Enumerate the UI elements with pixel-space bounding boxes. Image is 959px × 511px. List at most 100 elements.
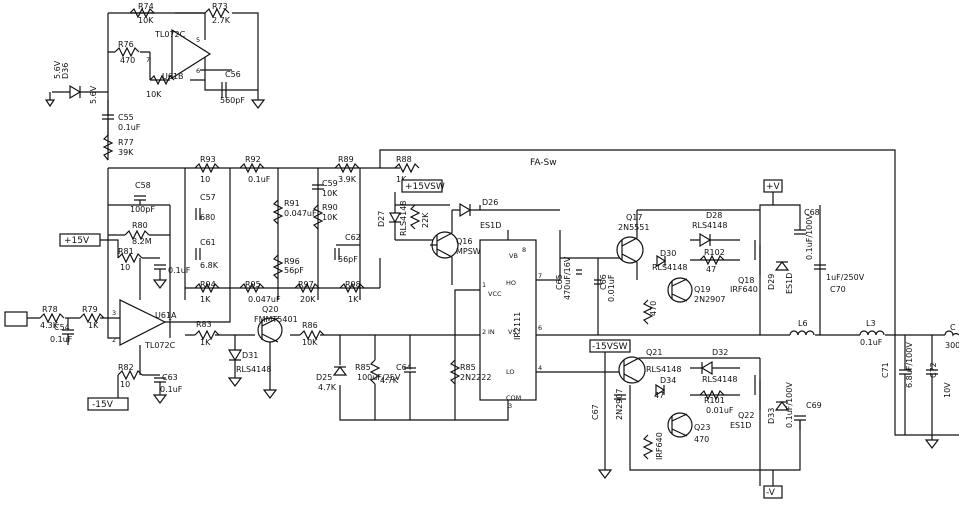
r80-ref: R80: [132, 221, 148, 230]
q23-ref: Q23: [694, 423, 710, 432]
d33-value: 0.1uF/100V: [785, 382, 794, 428]
q22-ref: Q22: [738, 411, 754, 420]
zener-d36: [69, 84, 82, 100]
c63-value: 0.1uF: [160, 385, 183, 394]
d32-value: RLS4148: [702, 375, 737, 384]
u62-pin4: 4: [538, 364, 542, 372]
u62-com: COM: [506, 394, 521, 402]
transistor-q19[interactable]: [667, 277, 693, 303]
plus15-text: +15V: [64, 236, 90, 246]
u61b-pin7: 7: [146, 56, 150, 64]
resistor-r102: [699, 254, 725, 266]
r80-value: 8.2M: [132, 237, 152, 246]
resistor-r82: [117, 369, 143, 381]
d26-ref: D26: [482, 198, 498, 207]
d30-ref: D30: [660, 249, 676, 258]
u62-vcc: VCC: [488, 290, 502, 298]
q22-part: ES1D: [730, 421, 751, 430]
resistor-r89: [334, 162, 360, 174]
r93-ref: R93: [200, 155, 216, 164]
r82-ref: R82: [118, 363, 134, 372]
c59-value: 10K: [322, 189, 338, 198]
c71-value: 6.8uF/100V: [905, 342, 914, 388]
d28-value: RLS4148: [692, 221, 727, 230]
u62-pin1: 1: [482, 281, 486, 289]
inductor-l6: [789, 330, 815, 336]
inductor-l3: [859, 330, 885, 336]
c70-ref: C70: [830, 285, 846, 294]
resistor-r91: [272, 199, 284, 225]
resistor-r86: [299, 329, 325, 341]
resistor-r74: [129, 7, 155, 19]
low-side-supply: D25 4.7K R85 100uF/25V C64 4.7K R85 2N22…: [316, 335, 491, 421]
r95-ref: R95: [245, 280, 261, 289]
l6-ref: L6: [798, 319, 808, 328]
q20-part: FMMT5401: [254, 315, 298, 324]
ground-icon: [227, 370, 243, 387]
q17-part: 2N5551: [618, 223, 649, 232]
q18-part: IRF640: [730, 285, 758, 294]
c67-ref: C67: [591, 404, 600, 420]
r102-ref: R102: [704, 248, 725, 257]
resistor-r79: [79, 312, 105, 324]
r85-ref: R85: [355, 363, 371, 372]
diode-d28: [699, 232, 712, 248]
minus15vsw-text: -15VSW: [592, 342, 628, 352]
resistor-r97: [294, 282, 320, 294]
input-opamp-section: +15V -15V C58 100pF R80 8.2M R81 10 0.1u…: [4, 168, 231, 411]
r101-ref: R101: [704, 396, 725, 405]
d25-value: 4.7K: [318, 383, 337, 392]
u61a-part: TL072C: [144, 341, 176, 350]
r97-ref: R97: [298, 280, 314, 289]
q17-ref: Q17: [626, 213, 642, 222]
c54-value: 0.1uF: [50, 335, 73, 344]
d26-value: ES1D: [480, 221, 501, 230]
transistor-q17[interactable]: [616, 236, 644, 264]
resistor-r99: [642, 299, 654, 325]
r91-ref: R91: [284, 199, 300, 208]
q21-part: RLS4148: [646, 365, 681, 374]
diode-d27: [388, 212, 402, 224]
c62-ref: C62: [345, 233, 361, 242]
r94-ref: R94: [200, 280, 216, 289]
resistor-r101: [699, 389, 725, 401]
c55-ref: C55: [118, 113, 134, 122]
transistor-q23[interactable]: [667, 412, 693, 438]
u62-pin7: 7: [538, 272, 542, 280]
c68-value: 0.1uF/100V: [805, 214, 814, 260]
r85-value: 100uF/25V: [357, 373, 401, 382]
c55-value: 0.1uF: [118, 123, 141, 132]
ground-icon: [152, 394, 168, 404]
input-connector[interactable]: [4, 311, 28, 327]
c68-ref: C68: [804, 208, 820, 217]
q19-part: 2N2907: [694, 295, 725, 304]
r82-value: 10: [120, 380, 130, 389]
u61b-ref: U61B: [162, 72, 184, 81]
d33-ref: D33: [767, 408, 776, 424]
c71-ref: C71: [881, 362, 890, 378]
resistor-r83: [194, 329, 220, 341]
low-side-stage: -15VSW -V Q21 RLS4148 D32 RLS4148 D34 47…: [536, 339, 822, 499]
r83-ref: R83: [196, 320, 212, 329]
c56-value: 560pF: [220, 96, 245, 105]
r77-value: 39K: [118, 148, 134, 157]
d36-ref: D36: [61, 63, 70, 79]
gate-driver-u62: VB HO VCC IN VS LO COM 1 2 3 4 6 7 8 IR2…: [454, 230, 542, 421]
d25-ref: D25: [316, 373, 332, 382]
feedback-section: R74 10K R73 2.7K R76 470 10K TL072C U61B…: [107, 2, 266, 160]
d34-value: 47: [654, 391, 664, 400]
transistor-q21[interactable]: [618, 356, 646, 384]
resistor-r81: [117, 252, 143, 264]
d34-ref: D34: [660, 376, 676, 385]
l3-ref: L3: [866, 319, 876, 328]
r79-ref: R79: [82, 305, 98, 314]
r102-value: 47: [706, 265, 716, 274]
d31-value: RLS4148: [236, 365, 271, 374]
minus-v-text: -V: [766, 488, 776, 498]
resistor-r90: [312, 204, 324, 230]
r95-value: 0.047uF: [248, 295, 281, 304]
q16-part: MPSW06: [456, 247, 491, 256]
c65-ref: C65: [555, 274, 564, 290]
u62-in: IN: [488, 328, 495, 336]
